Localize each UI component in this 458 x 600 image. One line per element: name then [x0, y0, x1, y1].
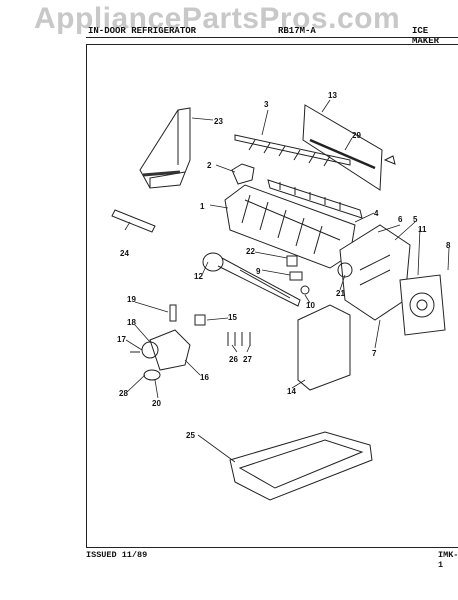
callout-4: 4 — [374, 209, 379, 218]
callout-25: 25 — [186, 431, 195, 440]
callout-17: 17 — [117, 335, 126, 344]
part-bearing — [231, 163, 255, 185]
callout-22: 22 — [246, 247, 255, 256]
callout-27: 27 — [243, 355, 252, 364]
part-ice-bin — [229, 431, 373, 501]
part-screws — [227, 332, 251, 346]
callout-24: 24 — [120, 249, 129, 258]
watermark: AppliancePartsPros.com — [34, 2, 401, 35]
callout-19: 19 — [127, 295, 136, 304]
header-model-number: RB17M-A — [278, 26, 316, 36]
callout-10: 10 — [306, 301, 315, 310]
callout-1: 1 — [200, 202, 205, 211]
part-cover — [139, 107, 191, 189]
header-rule — [86, 37, 458, 38]
diagram-frame — [86, 44, 458, 548]
callout-5: 5 — [413, 215, 418, 224]
callout-11: 11 — [418, 225, 427, 234]
callout-13: 13 — [328, 91, 337, 100]
part-9 — [289, 271, 303, 281]
callout-9: 9 — [256, 267, 261, 276]
callout-12: 12 — [194, 272, 203, 281]
part-22 — [286, 255, 298, 267]
part-harness — [202, 252, 301, 307]
footer-issued: ISSUED 11/89 — [86, 550, 148, 560]
header-section: ICE MAKER — [412, 26, 440, 46]
part-box — [297, 304, 351, 391]
callout-2: 2 — [207, 161, 212, 170]
callout-7: 7 — [372, 349, 377, 358]
callout-3: 3 — [264, 100, 269, 109]
part-ejector — [234, 134, 351, 167]
part-shutoff-arm — [302, 104, 396, 191]
part-clip — [194, 314, 206, 326]
callout-15: 15 — [228, 313, 237, 322]
callout-23: 23 — [214, 117, 223, 126]
callout-20: 20 — [152, 399, 161, 408]
part-housing — [337, 224, 411, 321]
header-model-type: IN-DOOR REFRIGERATOR — [88, 26, 197, 36]
part-stripper — [267, 179, 363, 219]
part-19 — [169, 304, 177, 322]
callout-18: 18 — [127, 318, 136, 327]
part-motor-plate — [399, 274, 446, 336]
footer-code: IMK-1 — [438, 550, 458, 570]
callout-21: 21 — [336, 289, 345, 298]
callout-14: 14 — [287, 387, 296, 396]
part-valve — [130, 329, 191, 381]
callout-28: 28 — [119, 389, 128, 398]
part-fill-tube — [111, 209, 156, 233]
part-10 — [300, 285, 310, 295]
callout-26: 26 — [229, 355, 238, 364]
callout-29: 29 — [352, 131, 361, 140]
callout-16: 16 — [200, 373, 209, 382]
callout-6: 6 — [398, 215, 403, 224]
callout-8: 8 — [446, 241, 451, 250]
